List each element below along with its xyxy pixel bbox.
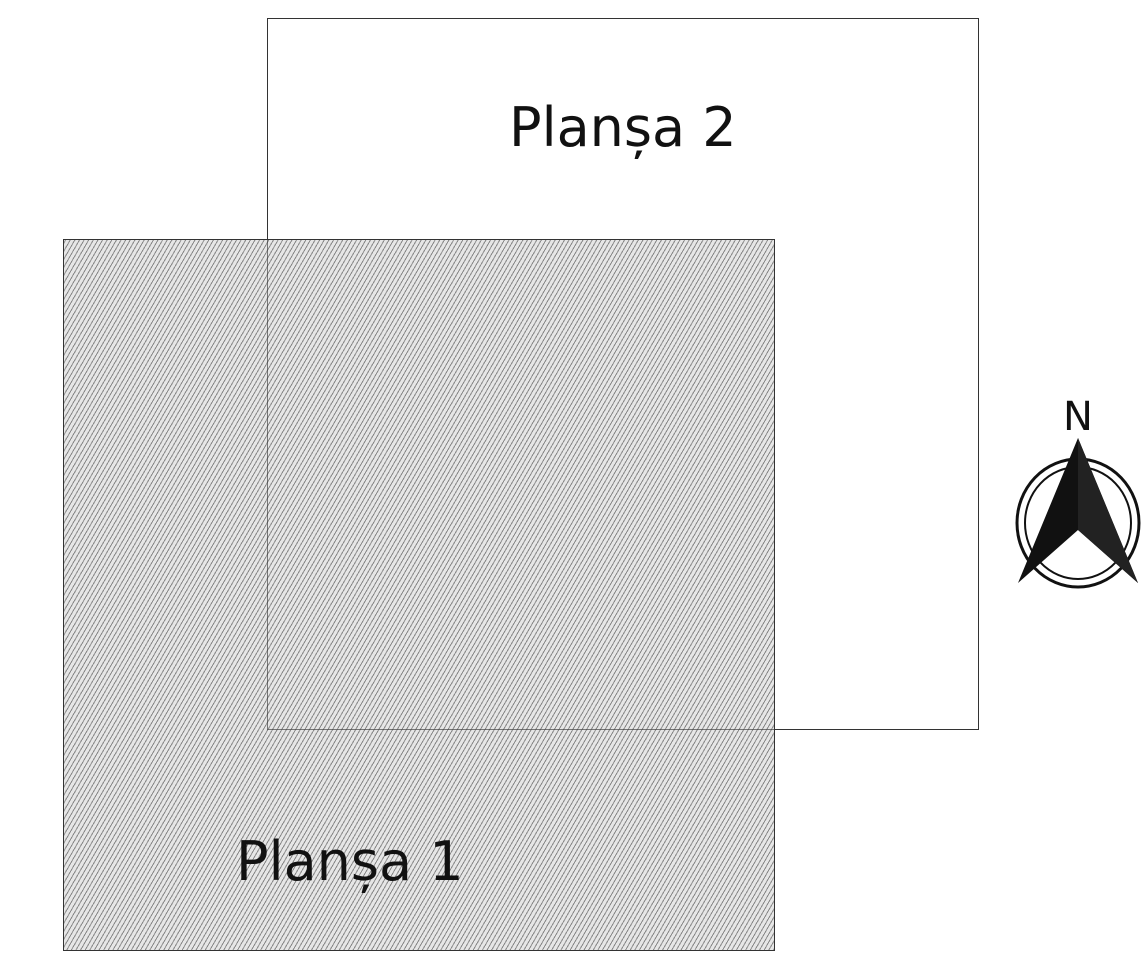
sheet-1-label: Planșa 1	[236, 830, 464, 893]
sheet-1-frame: Planșa 1	[63, 239, 775, 951]
north-arrow-graphic: N	[1015, 394, 1141, 589]
compass-arrow-shade	[1078, 438, 1138, 583]
sheet-2-label: Planșa 2	[509, 96, 737, 159]
north-letter: N	[1063, 394, 1093, 440]
north-arrow-icon: N	[1008, 390, 1143, 595]
